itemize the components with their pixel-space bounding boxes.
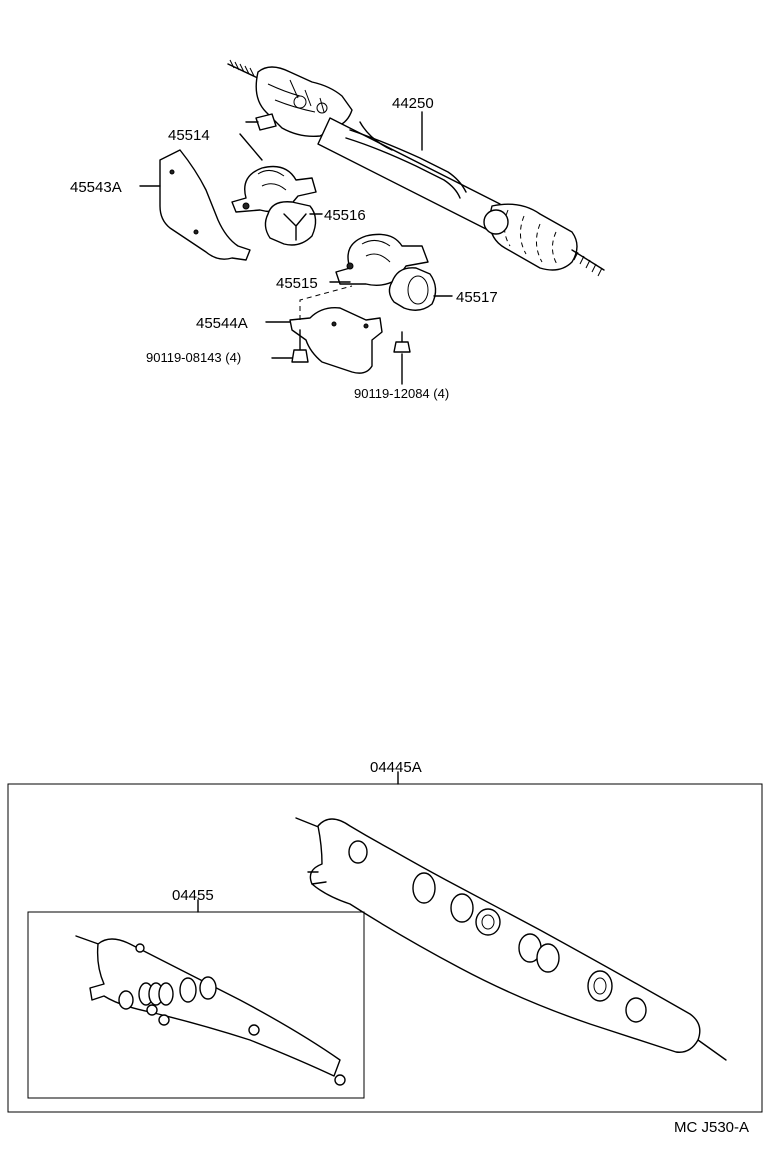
steering-rack-assembly <box>227 59 605 277</box>
clamp-bracket-45514 <box>231 165 317 213</box>
bushing-45516 <box>264 201 317 246</box>
kit-04445a <box>7 771 763 1113</box>
plate-45543a <box>159 149 251 261</box>
bushing-45517 <box>388 267 437 311</box>
clamp-bracket-45515 <box>335 233 429 287</box>
label-04445a: 04445A <box>370 759 422 776</box>
label-45514: 45514 <box>168 127 210 144</box>
label-90119-12084: 90119-12084 (4) <box>354 386 449 401</box>
label-45544a: 45544A <box>196 315 248 332</box>
label-45516: 45516 <box>324 207 366 224</box>
label-90119-08143: 90119-08143 (4) <box>146 350 241 365</box>
bolt-90119-12084 <box>393 331 411 353</box>
plate-45544a <box>289 307 383 374</box>
diagram-code: MC J530-A <box>674 1119 749 1136</box>
kit-04455 <box>27 899 365 1099</box>
label-44250: 44250 <box>392 95 434 112</box>
label-45515: 45515 <box>276 275 318 292</box>
label-45543a: 45543A <box>70 179 122 196</box>
label-45517: 45517 <box>456 289 498 306</box>
label-04455: 04455 <box>172 887 214 904</box>
